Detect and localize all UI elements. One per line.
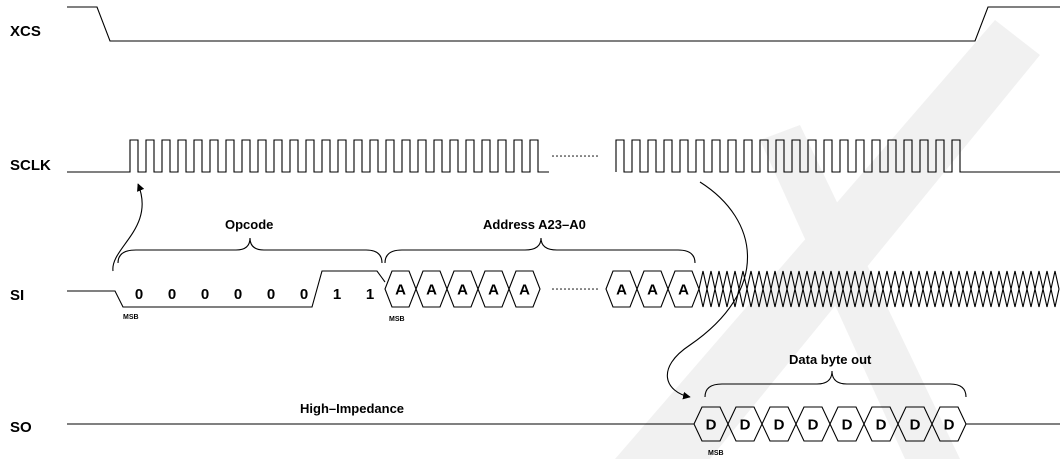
sclk-to-so-arrow: [666, 181, 749, 400]
si-opcode-bits: 0 0 0 0 0 0 1 1: [135, 286, 374, 303]
sclk-ellipsis-dot: [588, 155, 590, 157]
sclk-ellipsis-dot: [560, 155, 562, 157]
so-data-bit: D: [944, 417, 955, 434]
so-data-bit: D: [876, 417, 887, 434]
dont-care-hatch: [698, 270, 1060, 308]
si-ellipsis-dot: [580, 288, 582, 290]
si-address-bit: A: [616, 282, 627, 299]
si-ellipsis-dot: [576, 288, 578, 290]
si-opcode-envelope: [67, 270, 386, 308]
si-address-bit: A: [519, 282, 530, 299]
xcs-label: XCS: [10, 23, 41, 40]
si-opcode-bit: 0: [168, 286, 176, 303]
xcs-waveform: [67, 6, 1060, 42]
si-dont-care-region: [698, 270, 1060, 308]
sclk-ellipsis-dot: [564, 155, 566, 157]
si-ellipsis-dot: [572, 288, 574, 290]
si-ellipsis-dot: [564, 288, 566, 290]
address-bracket: [384, 237, 696, 264]
data-byte-out-label: Data byte out: [789, 352, 872, 367]
so-data-bit: D: [774, 417, 785, 434]
si-address-bit: A: [395, 282, 406, 299]
si-address-bit: A: [488, 282, 499, 299]
si-ellipsis-dot: [568, 288, 570, 290]
si-opcode-bit: 0: [234, 286, 242, 303]
si-waveform: 0 0 0 0 0 0 1 1 A A A A A A A A: [67, 270, 1060, 308]
sclk-ellipsis-dot: [596, 155, 598, 157]
sclk-ellipsis-dot: [552, 155, 554, 157]
si-address-bit: A: [426, 282, 437, 299]
so-msb-label: MSB: [708, 450, 724, 457]
si-ellipsis-dot: [596, 288, 598, 290]
data-byte-out-bracket: [704, 370, 967, 398]
si-address-msb-label: MSB: [389, 316, 405, 323]
sclk-ellipsis-dot: [556, 155, 558, 157]
so-data-bit: D: [706, 417, 717, 434]
so-data-bit: D: [808, 417, 819, 434]
si-address-bit: A: [678, 282, 689, 299]
high-impedance-label: High–Impedance: [300, 401, 404, 416]
sclk-segment: [67, 139, 549, 173]
sclk-segment: [615, 139, 1060, 173]
si-address-bit: A: [647, 282, 658, 299]
sclk-ellipsis-dot: [568, 155, 570, 157]
si-address-bit: A: [457, 282, 468, 299]
sclk-ellipsis-dot: [584, 155, 586, 157]
si-ellipsis: [552, 288, 598, 290]
si-opcode-bit: 0: [300, 286, 308, 303]
si-label: SI: [10, 287, 24, 304]
sclk-label: SCLK: [10, 157, 51, 174]
si-opcode-bit: 0: [135, 286, 143, 303]
si-ellipsis-dot: [584, 288, 586, 290]
si-address-bit-cell: [508, 270, 541, 308]
si-opcode-bit: 1: [333, 286, 341, 303]
so-label: SO: [10, 419, 32, 436]
opcode-label: Opcode: [225, 217, 273, 232]
si-ellipsis-dot: [588, 288, 590, 290]
si-opcode-bit: 0: [201, 286, 209, 303]
opcode-bracket: [117, 237, 383, 264]
sclk-to-si-arrow: [112, 183, 145, 272]
si-ellipsis-dot: [556, 288, 558, 290]
si-opcode-msb-label: MSB: [123, 314, 139, 321]
si-opcode-bit: 0: [267, 286, 275, 303]
sclk-ellipsis-dot: [580, 155, 582, 157]
so-data-bit: D: [910, 417, 921, 434]
dont-care-hatch: [698, 270, 1060, 308]
so-data-bit: D: [842, 417, 853, 434]
so-data-bit: D: [740, 417, 751, 434]
sclk-ellipsis: [552, 155, 598, 157]
sclk-ellipsis-dot: [592, 155, 594, 157]
si-opcode-bit: 1: [366, 286, 374, 303]
si-ellipsis-dot: [552, 288, 554, 290]
sclk-ellipsis-dot: [572, 155, 574, 157]
si-ellipsis-dot: [592, 288, 594, 290]
sclk-waveform: [67, 139, 1060, 173]
sclk-ellipsis-dot: [576, 155, 578, 157]
si-ellipsis-dot: [560, 288, 562, 290]
address-label: Address A23–A0: [483, 217, 586, 232]
